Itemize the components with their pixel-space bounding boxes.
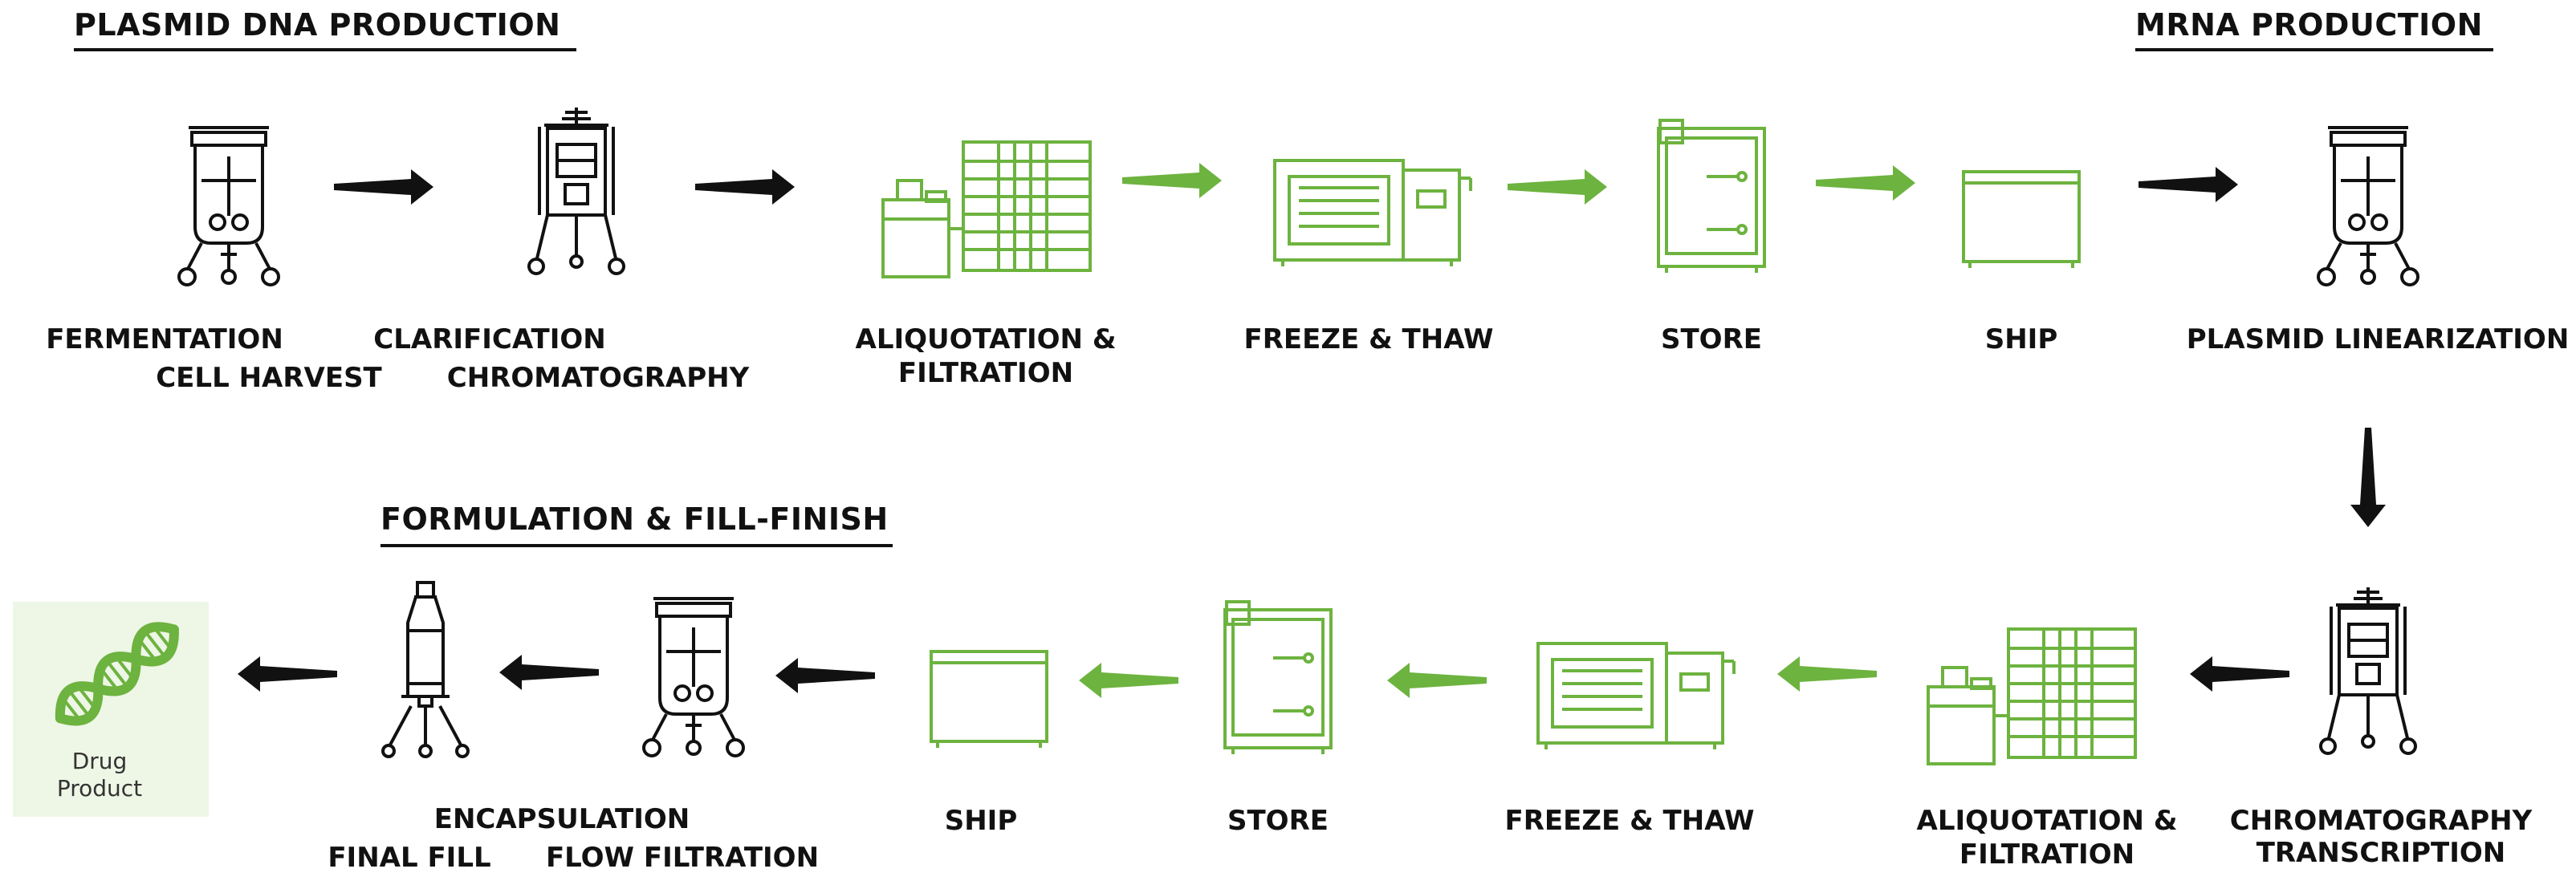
label-final-fill: FINAL FILL: [328, 842, 490, 874]
label-transcription: TRANSCRIPTION: [2257, 837, 2506, 869]
label-chromatography: CHROMATOGRAPHY: [447, 362, 750, 394]
arrow-right-green-icon: [1122, 163, 1222, 198]
section-title-mrna: MRNA PRODUCTION: [2135, 7, 2483, 43]
section-title-plasmid-dna: PLASMID DNA PRODUCTION: [74, 7, 560, 43]
arrow-left-icon: [2190, 656, 2289, 692]
arrow-right-icon: [695, 169, 795, 205]
label-chromatography-2: CHROMATOGRAPHY: [2230, 805, 2533, 837]
label-store: STORE: [1661, 323, 1762, 355]
storage-cabinet-icon: [1223, 600, 1333, 756]
encapsulation-vessel-icon: [642, 597, 745, 757]
arrow-right-icon: [2139, 167, 2238, 202]
label-ship: SHIP: [1985, 323, 2058, 355]
aliquotation-filtration-icon: [1927, 627, 2137, 765]
dna-helix-icon: [55, 622, 179, 726]
label-store-2: STORE: [1227, 805, 1329, 837]
arrow-left-green-icon: [1079, 663, 1178, 698]
arrow-right-green-icon: [1816, 165, 1915, 201]
arrow-left-icon: [499, 655, 599, 690]
clarification-column-icon: [527, 106, 625, 275]
arrow-left-icon: [775, 658, 875, 693]
transcription-column-icon: [2319, 586, 2417, 755]
drug-product-label-line1: Drug: [72, 748, 128, 774]
label-ship-2: SHIP: [945, 805, 1018, 837]
label-aliquotation-2-line1: ALIQUOTATION &: [1917, 805, 2178, 837]
label-encapsulation: ENCAPSULATION: [434, 803, 690, 835]
drug-product-panel: Drug Product: [13, 602, 209, 817]
label-fermentation: FERMENTATION: [46, 323, 283, 355]
storage-cabinet-icon: [1657, 119, 1766, 274]
arrow-right-green-icon: [1508, 169, 1607, 205]
label-aliquotation-2-line2: FILTRATION: [1959, 838, 2134, 871]
label-aliquotation-line1: ALIQUOTATION &: [856, 323, 1117, 355]
section-title-formulation: FORMULATION & FILL-FINISH: [380, 501, 889, 537]
linearization-vessel-icon: [2317, 126, 2419, 286]
shipping-box-icon: [930, 650, 1048, 749]
label-plasmid-linearization: PLASMID LINEARIZATION: [2187, 323, 2570, 355]
label-freeze-thaw-2: FREEZE & THAW: [1505, 805, 1755, 837]
label-aliquotation-line2: FILTRATION: [898, 357, 1073, 389]
fermentation-vessel-icon: [177, 126, 280, 286]
arrow-right-icon: [334, 169, 433, 205]
shipping-box-icon: [1962, 170, 2081, 270]
aliquotation-filtration-icon: [881, 140, 1092, 278]
label-flow-filtration: FLOW FILTRATION: [546, 842, 819, 874]
label-clarification: CLARIFICATION: [373, 323, 605, 355]
label-freeze-thaw: FREEZE & THAW: [1244, 323, 1494, 355]
freeze-thaw-machine-icon: [1536, 642, 1736, 751]
arrow-left-green-icon: [1387, 663, 1487, 698]
drug-product-label-line2: Product: [57, 775, 142, 802]
arrow-left-green-icon: [1777, 656, 1877, 692]
arrow-left-icon: [238, 656, 337, 692]
freeze-thaw-machine-icon: [1273, 159, 1472, 268]
label-cell-harvest: CELL HARVEST: [156, 362, 382, 394]
arrow-down-icon: [2350, 428, 2386, 527]
final-fill-column-icon: [381, 581, 470, 758]
